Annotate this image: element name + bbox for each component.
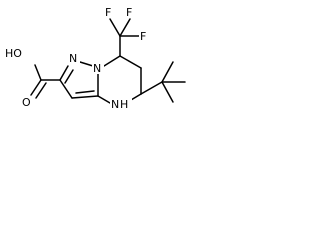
bond-carboxyl-o-double-b (35, 82, 47, 99)
chemical-structure-diagram: F F F HO O N N N H (3, 6, 186, 111)
ho-label-bg (3, 47, 27, 59)
bond-n1-c2-double-a (59, 65, 69, 81)
bond-c3-c3a (71, 95, 99, 99)
bond-cf3-f-top-right (119, 18, 131, 37)
bond-cf3-f-top-left (109, 18, 121, 37)
amine-label-bg (110, 98, 132, 110)
carbonyl-o-label-bg (21, 96, 33, 108)
bond-c3-c3a-double (75, 90, 95, 94)
bridge-n-label-bg (92, 62, 104, 74)
bond-tbutyl-methyl-bottom (161, 81, 174, 103)
bridgehead-nitrogen-label: N (93, 62, 101, 75)
pyrazole-nitrogen-label: N (69, 52, 77, 65)
bond-n4-c3a (97, 95, 111, 104)
f-top-right-label-bg (125, 6, 135, 18)
fluorine-right-label: F (140, 30, 146, 43)
f-top-left-label-bg (104, 6, 114, 18)
bond-n-bridge-n1 (79, 61, 94, 67)
bond-c2-c3 (59, 79, 73, 99)
bond-c7-n-bridge (103, 55, 121, 67)
bond-carboxyl-oh (34, 64, 42, 81)
bond-lines (30, 18, 186, 104)
hydroxyl-label: HO (5, 47, 22, 60)
n1-label-bg (68, 52, 80, 64)
fluorine-top-right-label: F (126, 6, 132, 19)
f-right-label-bg (139, 30, 149, 42)
fluorine-top-left-label: F (105, 6, 111, 19)
bond-carboxyl-o-double-a (30, 79, 42, 96)
amine-nitrogen-label: N (111, 98, 119, 111)
bond-c7-c6 (119, 55, 142, 69)
bond-n1-c2-double-b (64, 69, 74, 84)
atom-labels: F F F HO O N N N H (3, 6, 149, 111)
bond-tbutyl-methyl-top (161, 61, 174, 83)
bond-c5-tbutyl (140, 81, 163, 95)
carbonyl-oxygen-label: O (22, 96, 31, 109)
amine-hydrogen-label: H (120, 98, 128, 111)
